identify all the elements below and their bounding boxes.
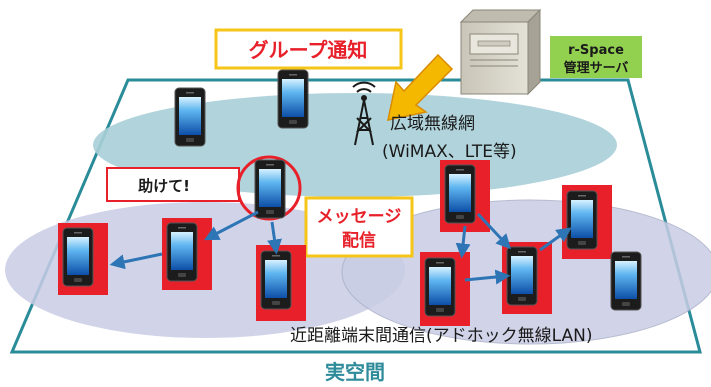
server-label-line1: r-Space (568, 43, 624, 58)
notify-arrow (387, 53, 454, 121)
smartphone-icon (166, 222, 198, 282)
antenna-tower-icon (352, 81, 376, 146)
help-phone-circle (236, 155, 302, 221)
smartphone-icon (444, 164, 476, 224)
local-comm-label: 近距離端末間通信(アドホック無線LAN) (290, 326, 592, 346)
smartphone-icon (254, 159, 286, 219)
smartphone-icon (174, 87, 206, 147)
wide-area-label-line1: 広域無線網 (390, 114, 475, 134)
wide-area-label-line2: (WiMAX、LTE等) (382, 142, 517, 162)
help-callout-text: 助けて! (138, 177, 190, 195)
message-label-line1: メッセージ (317, 207, 402, 227)
smartphone-icon (610, 251, 642, 311)
message-box (304, 196, 414, 258)
message-arrow (109, 252, 163, 270)
message-arrow (204, 210, 259, 241)
message-arrow (539, 227, 572, 252)
server-label-box (550, 36, 642, 78)
smartphone-icon (506, 246, 538, 306)
message-arrow (267, 221, 282, 255)
message-label-line2: 配信 (342, 230, 376, 251)
real-space-label: 実空間 (325, 360, 385, 384)
message-arrow (455, 225, 471, 259)
group-notify-box (214, 28, 403, 70)
group-notify-label: グループ通知 (249, 38, 368, 62)
message-arrow (476, 212, 512, 250)
message-arrow (464, 269, 511, 285)
smartphone-icon (62, 227, 94, 287)
smartphone-icon (424, 257, 456, 317)
smartphone-icon (277, 69, 309, 129)
smartphone-icon (260, 250, 292, 310)
smartphone-icon (566, 190, 598, 250)
server-icon (459, 8, 542, 96)
server-label-line2: 管理サーバ (564, 60, 629, 76)
